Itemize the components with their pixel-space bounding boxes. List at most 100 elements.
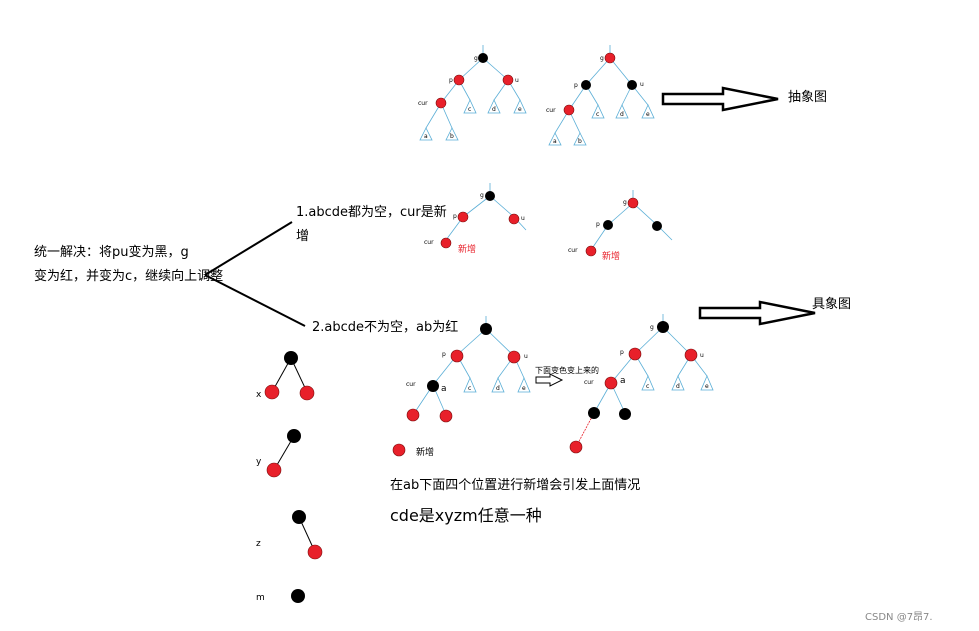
node-g xyxy=(657,321,669,333)
label-p: p xyxy=(442,351,446,358)
node-p xyxy=(457,211,469,223)
label-u: u xyxy=(700,352,704,359)
cde-note: cde是xyzm任意一种 xyxy=(390,506,542,525)
recolor-arrow xyxy=(535,373,564,387)
label-p: p xyxy=(574,82,578,89)
unified-line-2: 变为红，并变为c，继续向上调整 xyxy=(34,268,223,284)
node-g xyxy=(480,323,492,335)
label-u: u xyxy=(521,215,525,222)
node-u xyxy=(627,80,637,90)
node-a-child xyxy=(406,408,420,422)
new-node-label: 新增 xyxy=(416,446,434,458)
abstract-tree-after: g p u cur c d e a b xyxy=(546,45,655,146)
node-u xyxy=(652,221,662,231)
abstract-tree-before: g p u cur c d e a b xyxy=(418,45,527,141)
node-p xyxy=(453,74,465,86)
case2-tree-after: g p u cur a c d e xyxy=(569,314,714,454)
label-cur: cur xyxy=(546,107,556,114)
label-m: m xyxy=(256,593,265,603)
node-u xyxy=(507,350,521,364)
node-g xyxy=(478,53,488,63)
subtree-z: z xyxy=(256,510,323,560)
label-a: a xyxy=(620,376,626,386)
concrete-arrow xyxy=(698,300,816,326)
label-d: d xyxy=(676,383,680,390)
node-p xyxy=(628,347,642,361)
branch-line-down xyxy=(204,274,306,327)
label-cur: cur xyxy=(584,379,594,386)
label-b: b xyxy=(578,138,582,145)
label-y: y xyxy=(256,457,262,467)
label-e: e xyxy=(705,383,709,390)
label-g: g xyxy=(480,192,484,199)
label-a: a xyxy=(441,384,447,394)
label-e: e xyxy=(522,385,526,392)
node-cur xyxy=(585,245,597,257)
node-cur xyxy=(563,104,575,116)
node-u xyxy=(508,213,520,225)
label-c: c xyxy=(468,106,471,113)
abstract-label: 抽象图 xyxy=(788,90,827,105)
label-b: b xyxy=(450,133,454,140)
case1-tree-before: g p u cur 新增 xyxy=(424,183,527,255)
label-e: e xyxy=(646,111,650,118)
label-cur: cur xyxy=(406,381,416,388)
case1-line-2: 增 xyxy=(296,229,309,244)
label-c: c xyxy=(596,111,599,118)
label-p: p xyxy=(596,221,600,228)
node-cur xyxy=(435,97,447,109)
node-g xyxy=(604,52,616,64)
label-cur: cur xyxy=(424,239,434,246)
new-node-label: 新增 xyxy=(458,243,476,255)
node-p xyxy=(603,220,613,230)
case2-tree-before: p u cur a c d e 新增 xyxy=(392,316,531,458)
node-b-child xyxy=(439,409,453,423)
node-b-child xyxy=(619,408,631,420)
node-cur xyxy=(427,380,439,392)
branch-line-up xyxy=(204,221,293,276)
bottom-note: 在ab下面四个位置进行新增会引发上面情况 xyxy=(390,477,640,493)
new-node-label: 新增 xyxy=(602,250,620,262)
label-u: u xyxy=(515,77,519,84)
label-d: d xyxy=(620,111,624,118)
subtree-m: m xyxy=(256,589,305,603)
unified-line-1: 统一解决：将pu变为黑，g xyxy=(34,244,189,260)
label-d: d xyxy=(496,385,500,392)
case2-label: 2.abcde不为空，ab为红 xyxy=(312,319,458,335)
node-g xyxy=(485,191,495,201)
case1-line-1: 1.abcde都为空，cur是新 xyxy=(296,204,447,220)
label-x: x xyxy=(256,390,262,400)
node-p xyxy=(450,349,464,363)
concrete-label: 具象图 xyxy=(812,297,851,312)
node-u xyxy=(684,348,698,362)
label-g: g xyxy=(623,199,627,206)
subtree-y: y xyxy=(256,429,301,478)
label-u: u xyxy=(640,81,644,88)
node-cur xyxy=(604,376,618,390)
subtree-x: x xyxy=(256,351,315,401)
label-cur: cur xyxy=(568,247,578,254)
label-p: p xyxy=(449,77,453,84)
label-z: z xyxy=(256,539,261,549)
label-p: p xyxy=(620,349,624,356)
label-d: d xyxy=(492,106,496,113)
label-p: p xyxy=(453,213,457,220)
label-c: c xyxy=(646,383,649,390)
label-e: e xyxy=(518,106,522,113)
label-a: a xyxy=(553,138,557,145)
node-new xyxy=(569,440,583,454)
label-cur: cur xyxy=(418,100,428,107)
node-g xyxy=(627,197,639,209)
abstract-arrow xyxy=(661,86,779,112)
label-g: g xyxy=(600,55,604,62)
node-a-child xyxy=(588,407,600,419)
case1-tree-after: g p cur 新增 xyxy=(568,190,673,262)
label-c: c xyxy=(468,385,471,392)
node-new xyxy=(392,443,406,457)
label-g: g xyxy=(650,324,654,331)
label-u: u xyxy=(524,353,528,360)
recolor-note: 下面变色变上来的 xyxy=(535,365,599,375)
node-cur xyxy=(440,237,452,249)
node-p xyxy=(581,80,591,90)
